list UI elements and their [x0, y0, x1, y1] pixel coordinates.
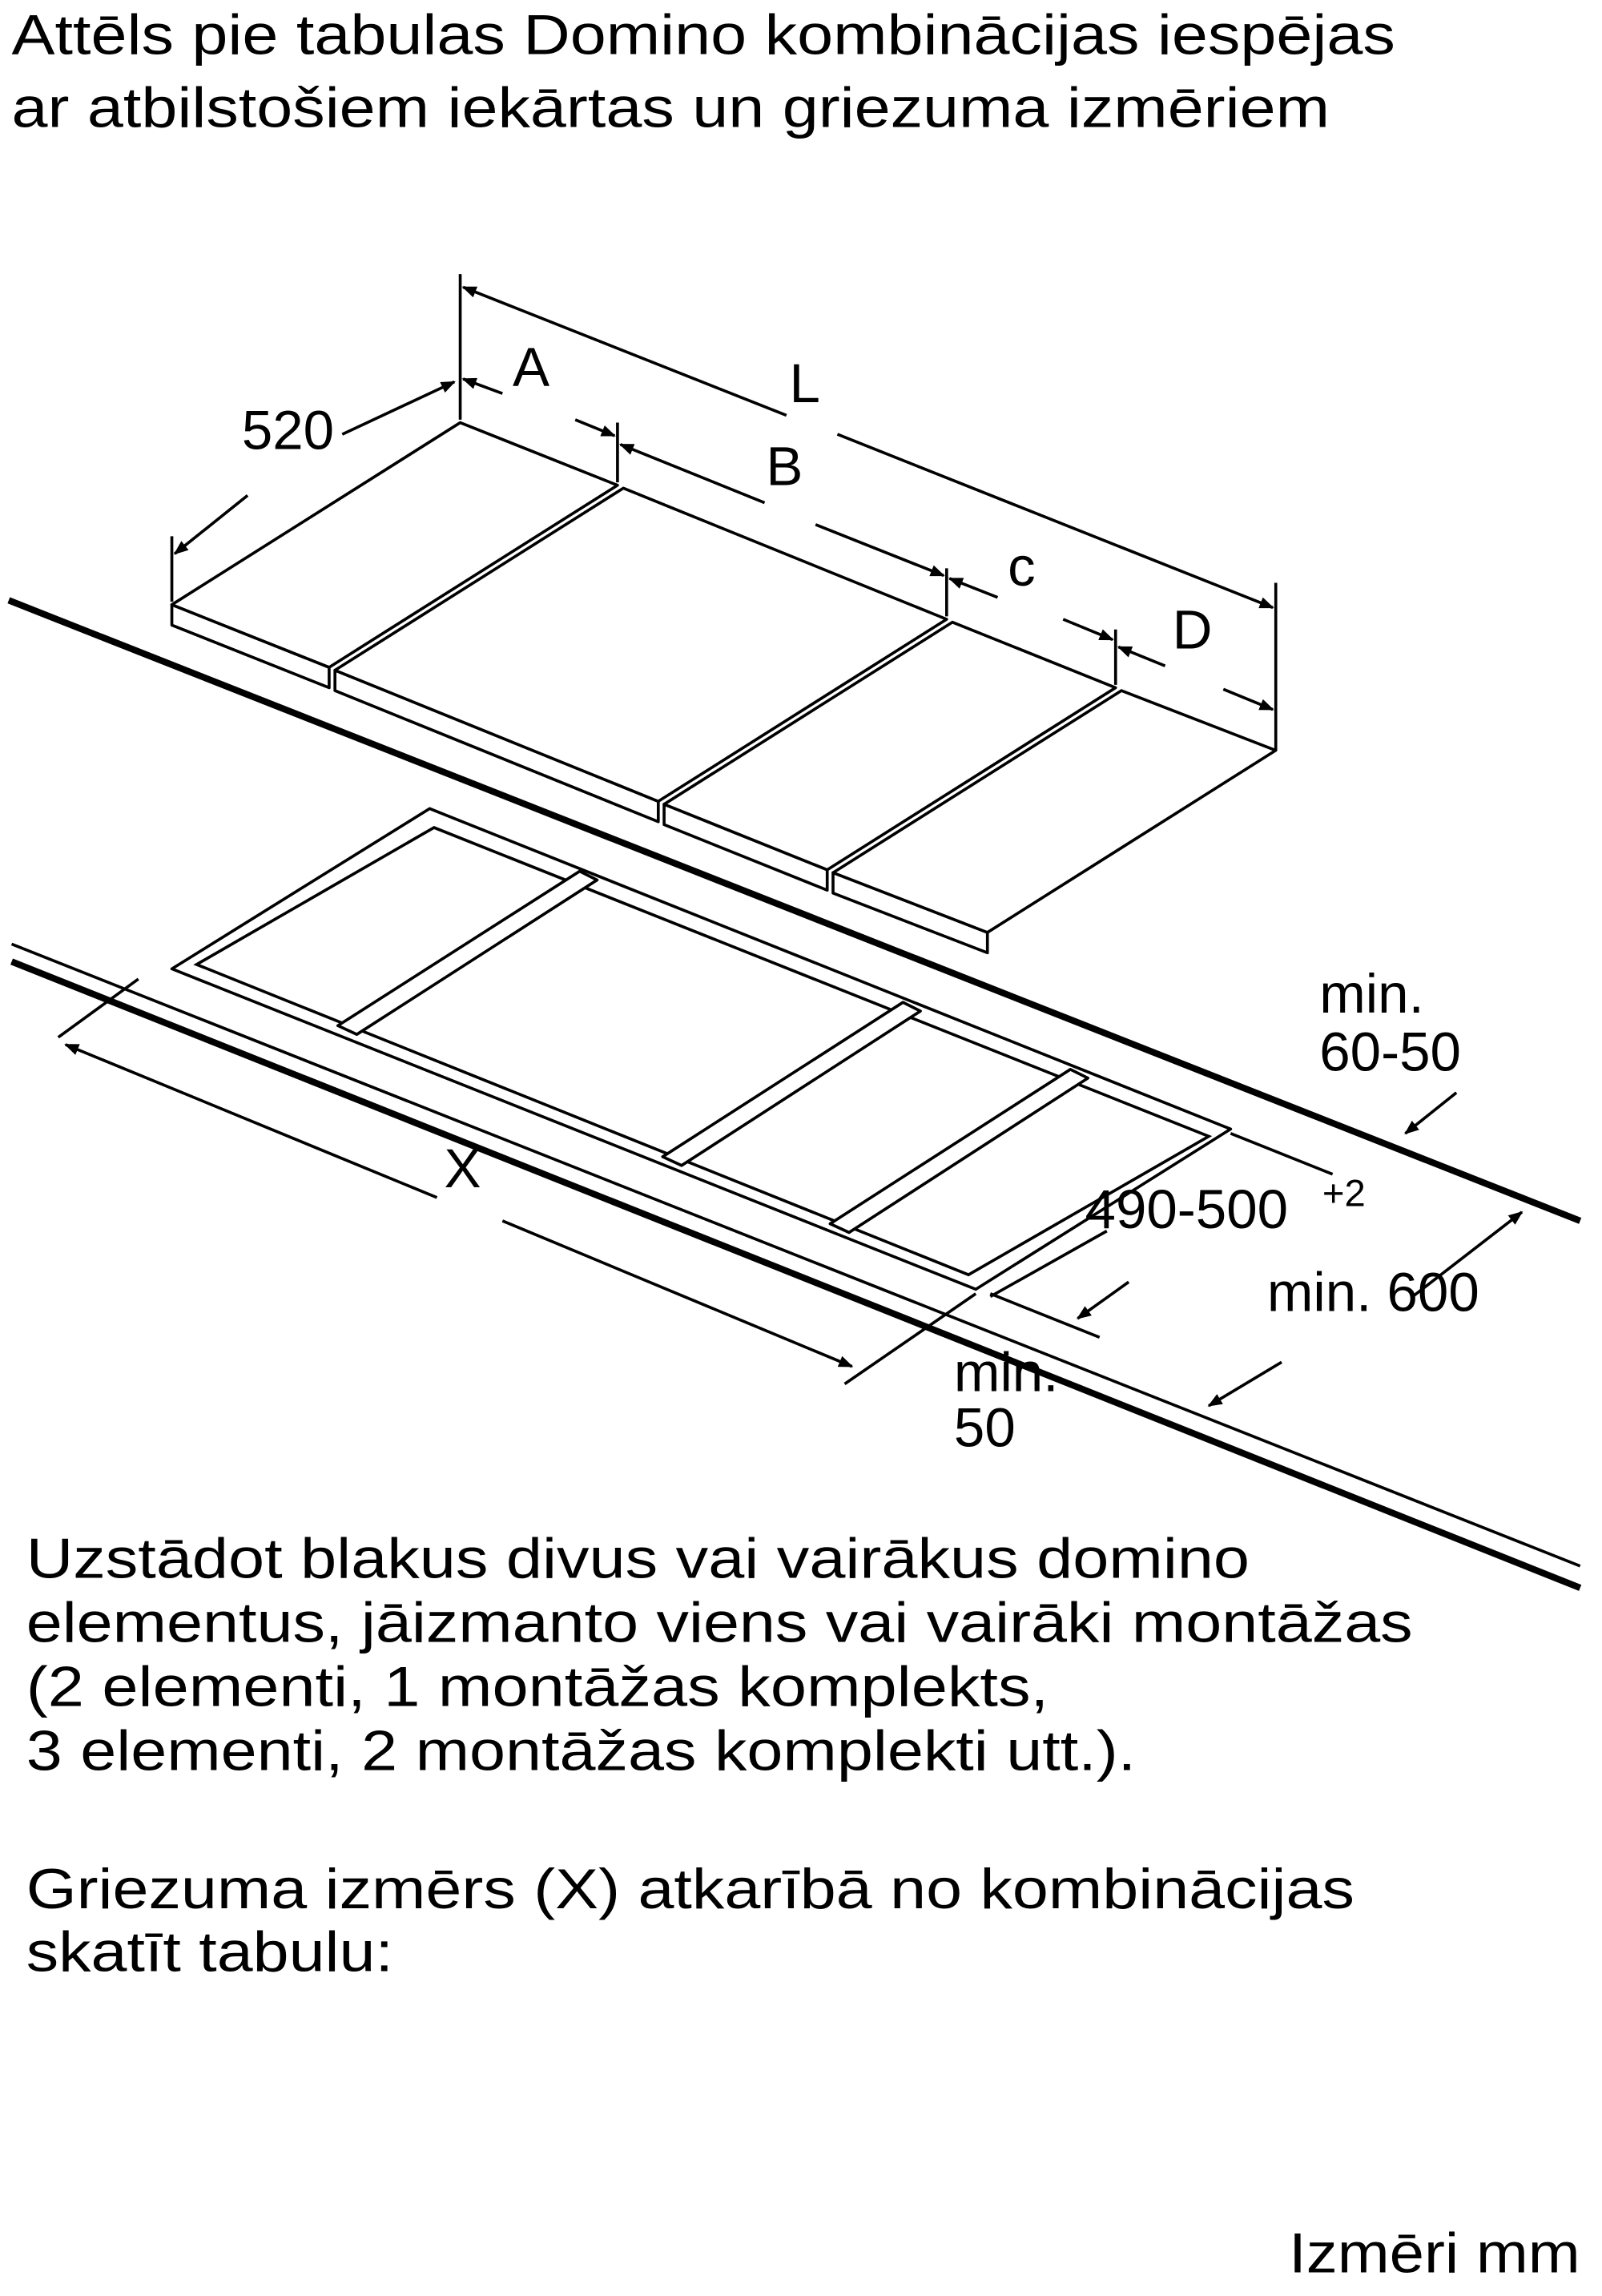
mounting-bar-1 [336, 869, 599, 1036]
cut-depth-label: 490-500 [1085, 1178, 1289, 1240]
hob-b [333, 486, 948, 824]
paragraph-1-line-4: 3 elementi, 2 montāžas komplekti utt.). [26, 1719, 1136, 1782]
dimension-520-label: 520 [242, 398, 334, 461]
mounting-bar-3 [828, 1068, 1089, 1235]
cut-depth-tolerance: +2 [1322, 1173, 1366, 1215]
title-line-1: Attēls pie tabulas Domino kombinācijas i… [12, 4, 1395, 67]
worktop-depth-label: min. 600 [1267, 1261, 1479, 1323]
dimension-c-label: c [1008, 535, 1036, 598]
paragraph-2-line-1: Griezuma izmērs (X) atkarībā no kombināc… [26, 1858, 1354, 1921]
paragraph-2-line-2: skatīt tabulu: [26, 1920, 393, 1984]
dimension-a-label: A [513, 336, 549, 398]
worktop-front-edge-top [10, 942, 1581, 1568]
dimension-d-label: D [1173, 598, 1213, 660]
hob-d [831, 689, 1278, 955]
installation-diagram: 520 A L B c D X min. 60-50 490-500 +2 mi… [7, 274, 1582, 1591]
paragraph-1-line-2: elementus, jāizmanto viens vai vairāki m… [26, 1591, 1413, 1654]
units-note: Izmēri mm [1289, 2222, 1580, 2286]
dimension-l-label: L [789, 352, 819, 414]
title-line-2: ar atbilstošiem iekārtas un griezuma izm… [12, 76, 1330, 139]
worktop-front-edge [10, 958, 1582, 1591]
back-gap-label-1: min. [1319, 962, 1424, 1025]
hob-c [662, 620, 1117, 892]
dimension-x-label: X [445, 1137, 481, 1199]
cutout-frame [170, 807, 1233, 1291]
dimension-b-label: B [766, 435, 803, 497]
mounting-bar-2 [661, 1001, 922, 1167]
front-gap-label-1: min. [954, 1341, 1059, 1404]
paragraph-1-line-1: Uzstādot blakus divus vai vairākus domin… [26, 1527, 1250, 1590]
hob-a [170, 421, 619, 690]
paragraph-1-line-3: (2 elementi, 1 montāžas komplekts, [26, 1655, 1049, 1718]
back-gap-label-2: 60-50 [1319, 1021, 1461, 1083]
front-gap-label-2: 50 [954, 1396, 1016, 1459]
worktop-back-edge [7, 597, 1582, 1224]
domino-hobs [170, 421, 1278, 955]
